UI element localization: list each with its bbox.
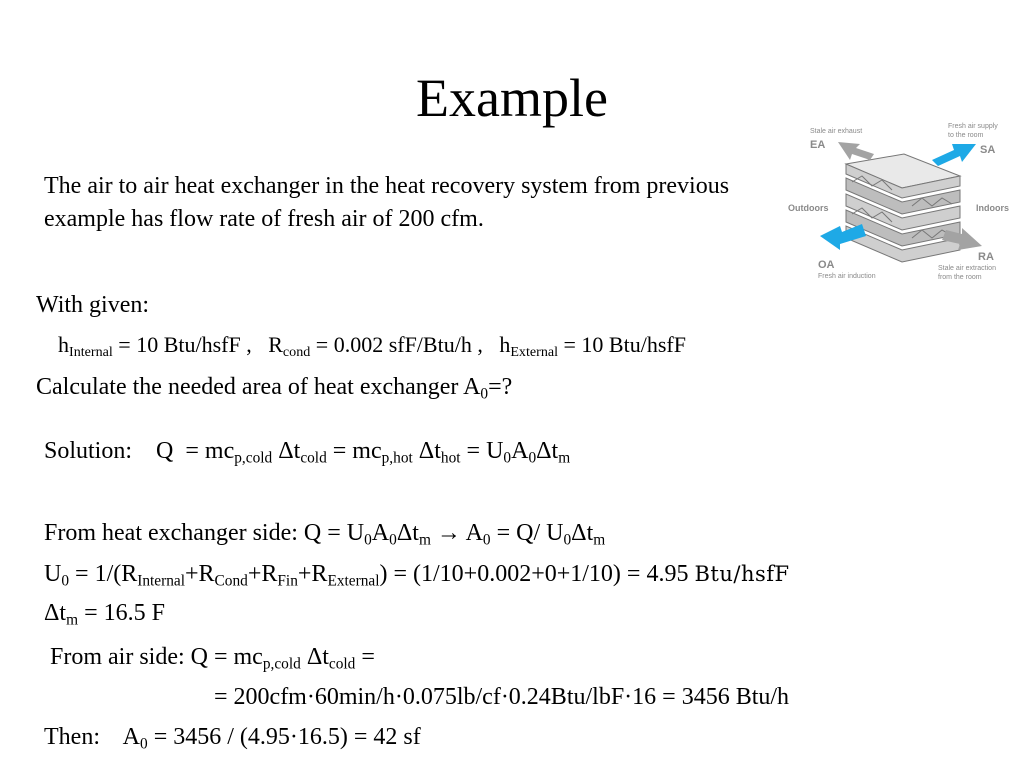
air-side-s2: cold xyxy=(328,655,356,673)
hx-side-s2: 0 xyxy=(389,531,397,549)
solution-line: Solution: Q = mcp,cold Δtcold = mcp,hot … xyxy=(44,436,570,466)
hx-side-line: From heat exchanger side: Q = U0A0Δtm → … xyxy=(44,518,605,548)
solution-q: Q xyxy=(156,438,174,464)
dtm-symbol: Δt xyxy=(44,600,67,626)
solution-a: A xyxy=(511,438,529,464)
r-cond-sub: cond xyxy=(282,343,311,360)
u0-unit: Btu/hsfF xyxy=(694,562,790,586)
air-side-dt: Δt xyxy=(300,644,329,670)
exchanger-core xyxy=(844,153,962,263)
u0-line: U0 = 1/(RInternal+RCond+RFin+RExternal) … xyxy=(44,559,790,589)
given-values: hInternal = 10 Btu/hsfF , Rcond = 0.002 … xyxy=(58,330,686,360)
heat-exchanger-diagram: Stale air exhaust EA Fresh air supply to… xyxy=(788,123,1009,281)
dtm-line: Δtm = 16.5 F xyxy=(44,598,165,628)
then-value: = 3456 / (4.95·16.5) = 42 sf xyxy=(147,724,421,750)
hx-side-a: A xyxy=(371,520,390,546)
u0-s2: Cond xyxy=(214,572,248,590)
solution-eq2: = mc xyxy=(332,438,382,464)
oa-note: Fresh air induction xyxy=(818,273,876,280)
air-side-label: From air side: Q = mc xyxy=(50,644,263,670)
then-line: Then: A0 = 3456 / (4.95·16.5) = 42 sf xyxy=(44,722,421,752)
air-side-tail: = xyxy=(355,644,375,670)
solution-sub3: p,hot xyxy=(381,449,413,467)
arrow-right-icon: → xyxy=(430,520,466,546)
hx-side-a0: A xyxy=(465,520,483,546)
oa-arrow-icon xyxy=(820,224,866,250)
u0-p4: +R xyxy=(297,561,328,587)
hx-side-s1: 0 xyxy=(364,531,372,549)
hx-side-dt2: Δt xyxy=(571,520,594,546)
dtm-sub: m xyxy=(66,611,79,629)
u0-s3: Fin xyxy=(277,572,298,590)
u0-p5: ) = (1/10+0.002+0+1/10) = 4.95 xyxy=(379,561,695,587)
h-internal-value: = 10 Btu/hsfF , xyxy=(118,332,252,357)
solution-sub2: cold xyxy=(300,449,327,467)
hx-side-label: From heat exchanger side: Q = U xyxy=(44,520,365,546)
question-line: Calculate the needed area of heat exchan… xyxy=(36,372,512,402)
u0-p2: +R xyxy=(185,561,215,587)
solution-dt2: Δt xyxy=(418,438,441,464)
indoors-label: Indoors xyxy=(976,203,1009,213)
dtm-value: = 16.5 F xyxy=(78,600,165,626)
solution-sub6: 0 xyxy=(528,449,537,467)
question-tail: =? xyxy=(488,374,513,400)
u0-s1: Internal xyxy=(137,572,185,590)
question-sub: 0 xyxy=(480,385,489,403)
hx-side-mid: = Q/ U xyxy=(490,520,564,546)
solution-dt3: Δt xyxy=(536,438,559,464)
hx-side-s4: 0 xyxy=(482,531,491,549)
solution-sub5: 0 xyxy=(503,449,512,467)
sa-arrow-icon xyxy=(932,144,976,166)
ra-label: RA xyxy=(978,251,994,263)
ea-note: Stale air exhaust xyxy=(810,128,862,135)
outdoors-label: Outdoors xyxy=(788,203,829,213)
solution-sub1: p,cold xyxy=(234,449,273,467)
hx-side-dt: Δt xyxy=(396,520,419,546)
solution-eq3: = U xyxy=(466,438,504,464)
r-cond-value: = 0.002 sfF/Btu/h , xyxy=(315,332,483,357)
calc-line: = 200cfm·60min/h·0.075lb/cf·0.24Btu/lbF·… xyxy=(214,684,790,710)
solution-label: Solution: xyxy=(44,438,133,464)
solution-eq1: = mc xyxy=(185,438,235,464)
air-side-line: From air side: Q = mcp,cold Δtcold = xyxy=(50,642,375,672)
solution-dt1: Δt xyxy=(278,438,301,464)
hx-side-s3: m xyxy=(418,531,431,549)
given-label: With given: xyxy=(36,292,150,318)
ea-label: EA xyxy=(810,139,825,151)
hx-side-s6: m xyxy=(593,531,606,549)
oa-label: OA xyxy=(818,259,835,271)
solution-sub4: hot xyxy=(440,449,461,467)
ra-note-1: Stale air extraction xyxy=(938,265,996,272)
u0-symbol: U xyxy=(44,561,62,587)
h-external-sub: External xyxy=(510,343,559,360)
hx-side-s5: 0 xyxy=(563,531,572,549)
then-label: Then: xyxy=(44,724,100,750)
sa-note-2: to the room xyxy=(948,132,984,139)
h-external-symbol: h xyxy=(499,332,511,357)
sa-label: SA xyxy=(980,144,995,156)
h-internal-symbol: h xyxy=(58,332,69,357)
question-text: Calculate the needed area of heat exchan… xyxy=(36,374,481,400)
ra-note-2: from the room xyxy=(938,274,982,281)
then-a: A xyxy=(122,724,141,750)
h-external-value: = 10 Btu/hsfF xyxy=(563,332,686,357)
u0-p3: +R xyxy=(247,561,278,587)
air-side-s1: p,cold xyxy=(262,655,301,673)
ea-arrow-icon xyxy=(838,142,874,160)
intro-paragraph: The air to air heat exchanger in the hea… xyxy=(44,173,730,232)
h-internal-sub: Internal xyxy=(69,343,113,360)
u0-p1: = 1/(R xyxy=(69,561,138,587)
solution-sub7: m xyxy=(558,449,571,467)
u0-s4: External xyxy=(327,572,380,590)
sa-note-1: Fresh air supply xyxy=(948,123,998,130)
slide-title: Example xyxy=(416,68,608,128)
then-sub: 0 xyxy=(140,735,148,753)
r-cond-symbol: R xyxy=(268,332,283,357)
u0-s0: 0 xyxy=(61,572,70,590)
ra-arrow-icon xyxy=(942,228,982,250)
